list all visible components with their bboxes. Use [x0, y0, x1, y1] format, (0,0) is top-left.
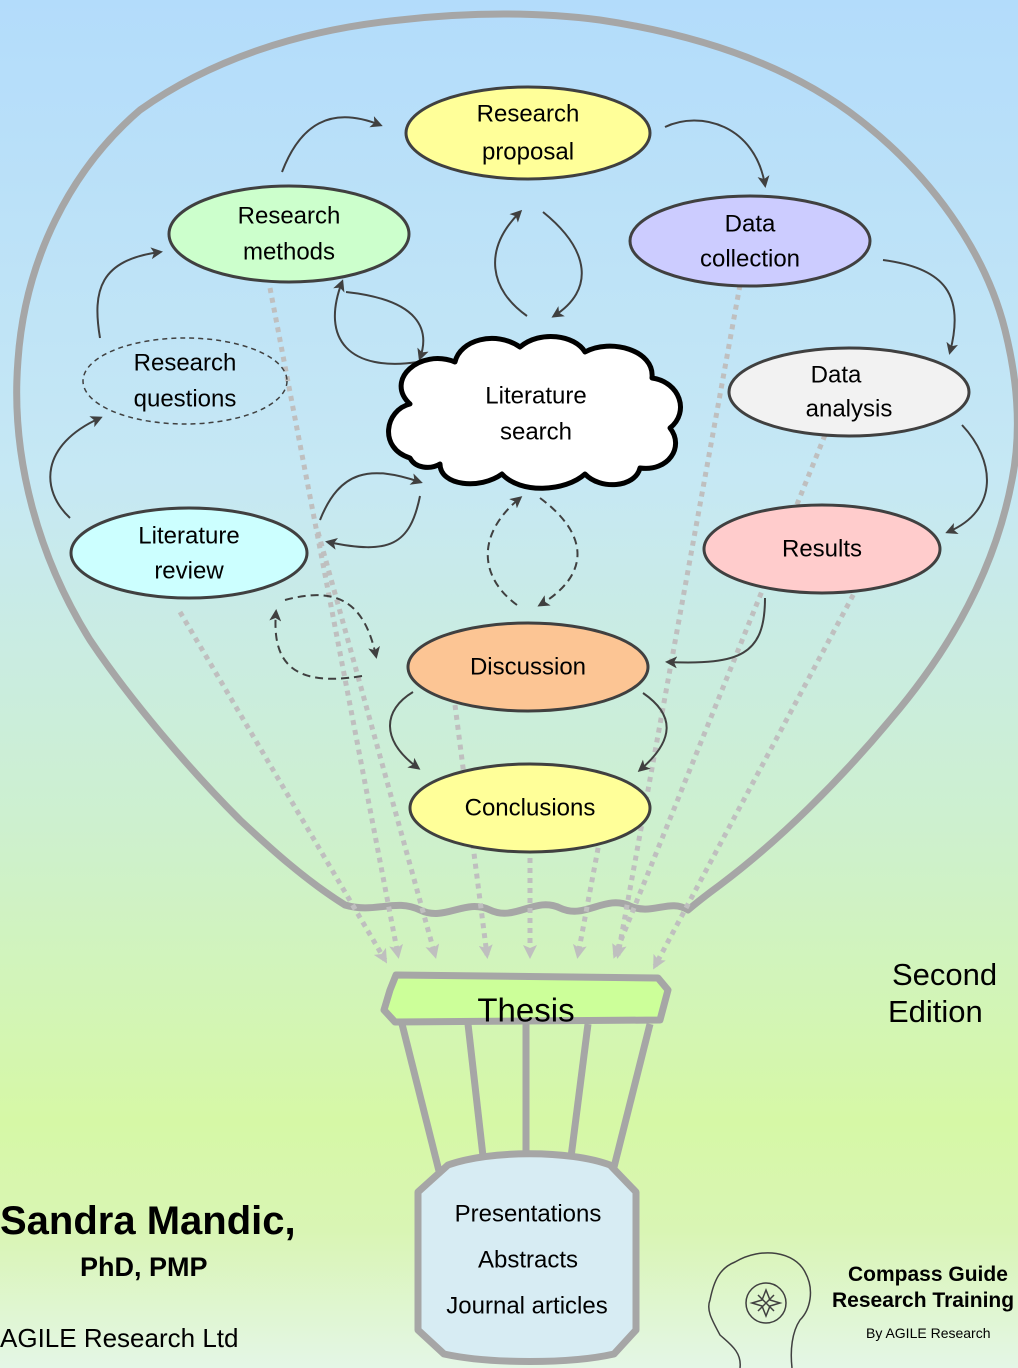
author-credentials: PhD, PMP	[80, 1252, 208, 1282]
output-abstracts: Abstracts	[478, 1247, 578, 1274]
thesis-band: Thesis	[380, 971, 672, 1029]
edition-line-1: Second	[892, 957, 998, 992]
label-data-analysis-1: Data	[811, 362, 862, 389]
node-data-analysis: Data analysis	[727, 346, 971, 438]
label-data-collection-2: collection	[700, 246, 800, 273]
label-literature-review-2: review	[154, 558, 224, 585]
node-research-questions: Research questions	[82, 337, 288, 425]
label-data-collection-1: Data	[725, 211, 776, 238]
label-literature-search-1: Literature	[485, 383, 586, 410]
node-discussion: Discussion	[406, 621, 650, 713]
basket: Presentations Abstracts Journal articles	[414, 1150, 640, 1365]
label-discussion: Discussion	[470, 654, 586, 681]
label-research-methods-1: Research	[238, 203, 341, 230]
node-research-methods: Research methods	[167, 184, 411, 284]
label-results: Results	[782, 536, 862, 563]
label-research-questions-2: questions	[134, 386, 237, 413]
node-literature-search: Literature search	[386, 334, 683, 491]
node-research-proposal: Research proposal	[404, 85, 652, 181]
output-presentations: Presentations	[455, 1201, 602, 1228]
balloon-envelope	[13, 10, 1018, 917]
output-journal-articles: Journal articles	[446, 1293, 607, 1320]
label-research-proposal-1: Research	[477, 101, 580, 128]
head-compass-icon	[708, 1252, 812, 1368]
basket-ropes	[398, 1023, 654, 1176]
series-title-line-1: Compass Guide	[848, 1263, 1008, 1286]
node-literature-review: Literature review	[69, 506, 309, 600]
label-literature-review-1: Literature	[138, 523, 239, 550]
label-data-analysis-2: analysis	[806, 396, 893, 423]
label-literature-search-2: search	[500, 419, 572, 446]
label-research-proposal-2: proposal	[482, 139, 574, 166]
node-conclusions: Conclusions	[408, 762, 652, 854]
node-data-collection: Data collection	[628, 194, 872, 288]
edition-line-2: Edition	[888, 994, 983, 1029]
node-results: Results	[702, 503, 942, 595]
dashed-arrows	[269, 496, 579, 680]
author-company: AGILE Research Ltd	[0, 1323, 239, 1353]
author-name: Sandra Mandic,	[0, 1199, 296, 1243]
label-research-questions-1: Research	[134, 350, 237, 377]
label-conclusions: Conclusions	[465, 795, 596, 822]
series-byline: By AGILE Research	[866, 1325, 991, 1341]
label-research-methods-2: methods	[243, 239, 335, 266]
label-thesis: Thesis	[477, 992, 574, 1029]
series-title-line-2: Research Training	[832, 1289, 1015, 1312]
solid-arrows	[49, 116, 988, 772]
